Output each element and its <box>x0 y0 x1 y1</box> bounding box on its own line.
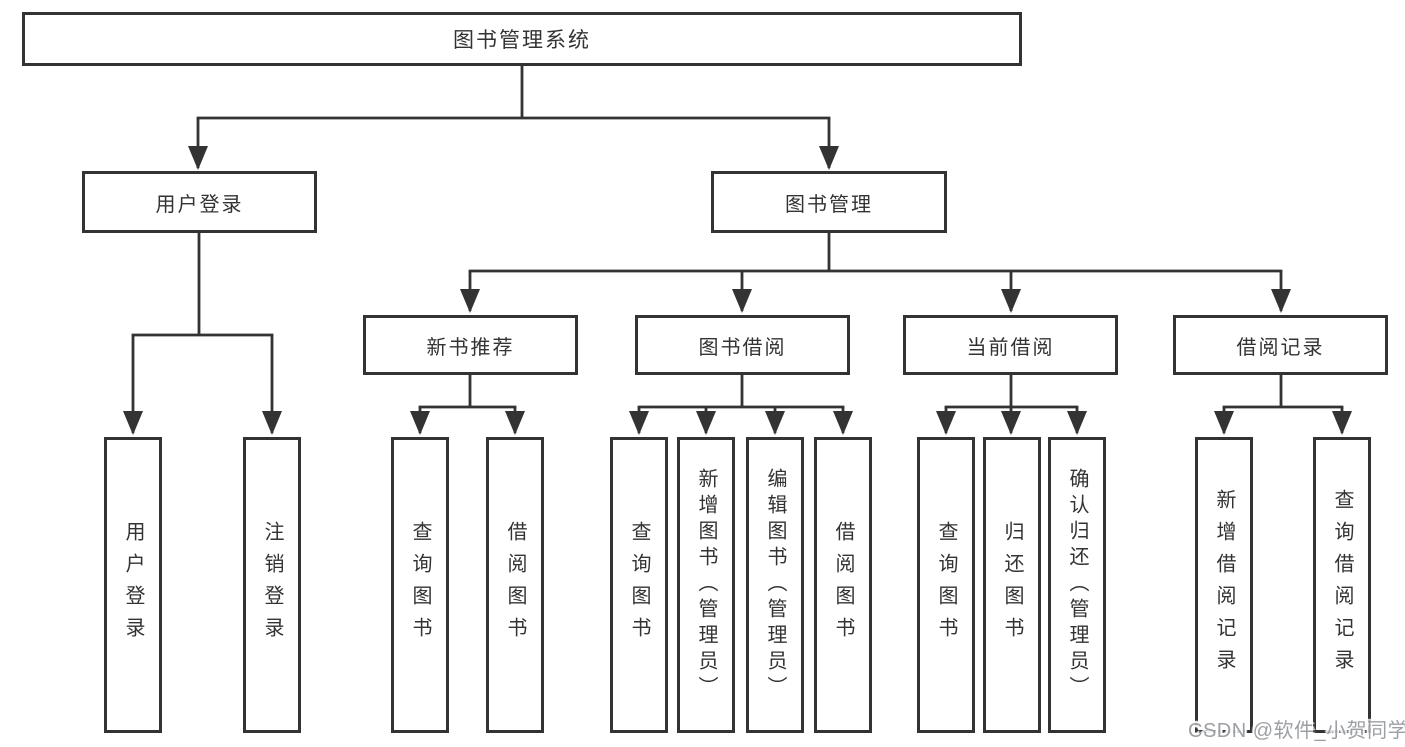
leaf-recommend-borrow-book: 借阅图书 <box>486 437 544 733</box>
leaf-current-search-book: 查询图书 <box>917 437 975 733</box>
node-library-system: 图书管理系统 <box>22 12 1022 66</box>
leaf-borrowing-borrow-book: 借阅图书 <box>814 437 872 733</box>
leaf-current-confirm-return-admin: 确认归还（管理员） <box>1048 437 1106 733</box>
node-current-borrowing: 当前借阅 <box>903 315 1118 375</box>
watermark-text: CSDN @软件_小贺同学 <box>1188 720 1405 742</box>
connector-arrows <box>123 118 1352 435</box>
leaf-borrowing-edit-book-admin: 编辑图书（管理员） <box>746 437 804 733</box>
node-book-borrowing: 图书借阅 <box>635 315 850 375</box>
node-borrowing-records: 借阅记录 <box>1173 315 1388 375</box>
leaf-records-add-record: 新增借阅记录 <box>1195 437 1253 733</box>
leaf-current-return-book: 归还图书 <box>983 437 1041 733</box>
node-user-login: 用户登录 <box>82 171 317 233</box>
leaf-borrowing-add-book-admin: 新增图书（管理员） <box>677 437 735 733</box>
leaf-logout: 注销登录 <box>243 437 301 733</box>
node-new-book-recommend: 新书推荐 <box>363 315 578 375</box>
leaf-user-login: 用户登录 <box>104 437 162 733</box>
leaf-borrowing-search-book: 查询图书 <box>610 437 668 733</box>
leaf-recommend-search-book: 查询图书 <box>391 437 449 733</box>
node-book-management: 图书管理 <box>711 171 947 233</box>
connector-stems <box>131 64 1344 409</box>
leaf-records-search-record: 查询借阅记录 <box>1313 437 1371 733</box>
